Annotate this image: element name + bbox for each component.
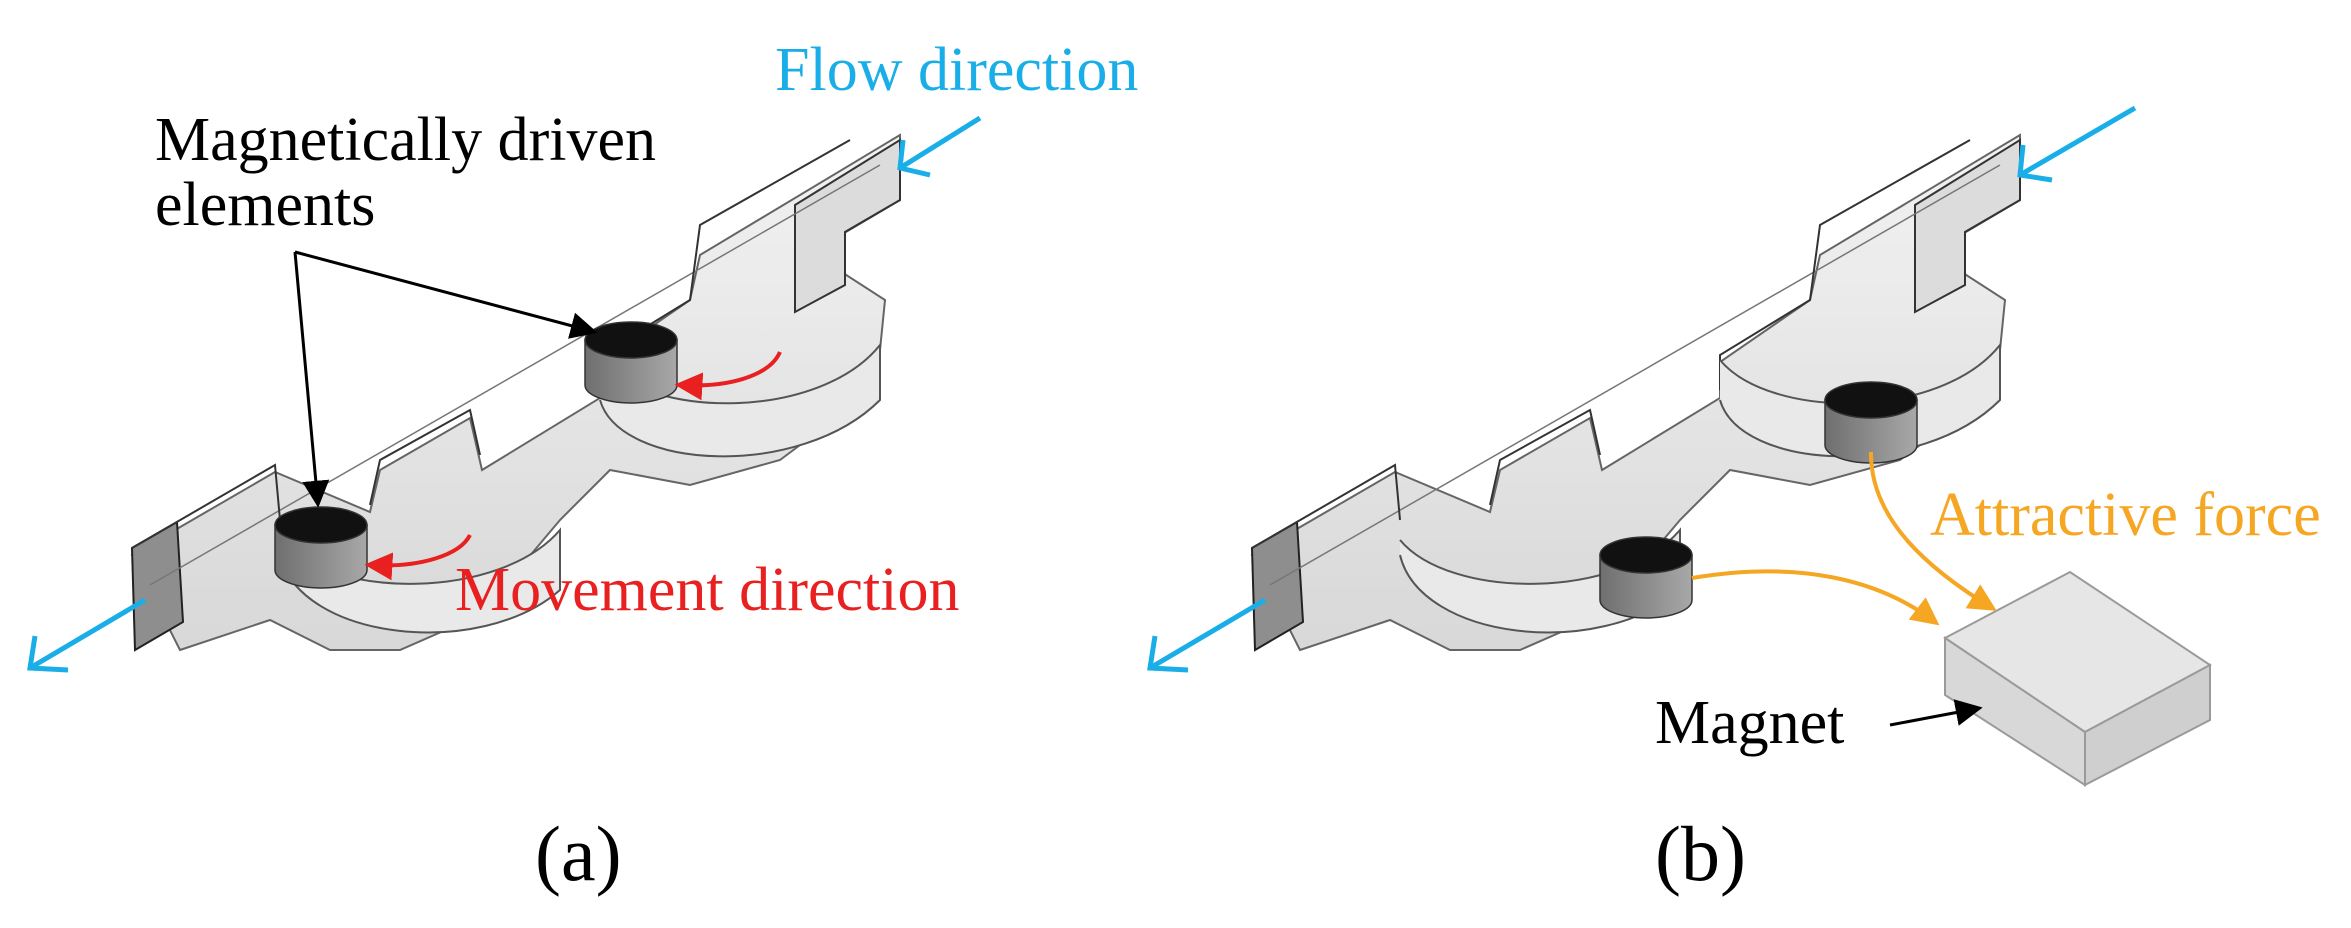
label-flow-direction: Flow direction <box>775 36 1138 104</box>
label-movement-direction: Movement direction <box>455 556 959 624</box>
attractive-arrow-1 <box>1691 569 1940 626</box>
flow-arrow-in-b <box>2017 105 2137 183</box>
attractive-arrow-2 <box>1868 451 1997 611</box>
panel-a-lobe-1 <box>279 527 561 634</box>
movement-arrow-1 <box>364 533 472 581</box>
panel-b-element-2 <box>1824 381 1918 464</box>
movement-arrow-2 <box>674 351 782 401</box>
panel-a-element-2 <box>584 321 678 404</box>
label-magnetic-elements-line1: Magnetically driven <box>155 106 656 174</box>
label-panel-b: (b) <box>1655 810 1746 897</box>
label-attractive-force: Attractive force <box>1930 481 2321 549</box>
panel-b-element-1 <box>1599 536 1693 619</box>
flow-arrow-in-a <box>897 115 982 178</box>
panel-a-inlet-box <box>794 138 901 314</box>
label-magnet: Magnet <box>1655 689 1844 757</box>
panel-b-lobe-2 <box>1719 342 2001 458</box>
panel-a-element-1 <box>274 506 368 589</box>
magnet-pointer <box>1889 699 1983 727</box>
pointer-line-2 <box>294 250 598 339</box>
pointer-line-1 <box>293 251 330 508</box>
flow-arrow-out-b <box>1147 597 1267 673</box>
panel-b-centerline <box>1269 164 2001 586</box>
label-panel-a: (a) <box>535 810 622 897</box>
flow-arrow-out-a <box>27 597 147 673</box>
magnet-box <box>1943 570 2212 787</box>
label-magnetic-elements-line2: elements <box>155 171 375 239</box>
panel-b-inlet-box <box>1914 138 2021 314</box>
panel-a-centerline <box>149 164 881 586</box>
